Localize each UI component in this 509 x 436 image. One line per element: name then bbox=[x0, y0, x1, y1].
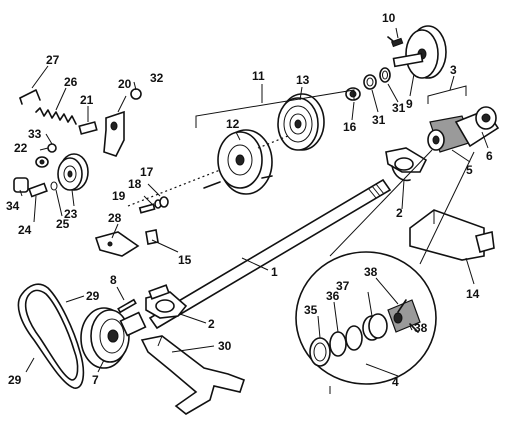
shear-pin bbox=[117, 298, 137, 314]
callout-20: 20 bbox=[118, 77, 132, 91]
callout-19: 19 bbox=[112, 189, 126, 203]
callout-26: 26 bbox=[64, 75, 78, 89]
clutch-bolt bbox=[138, 196, 169, 214]
callout-8: 8 bbox=[110, 273, 117, 287]
callout-25: 25 bbox=[56, 217, 70, 231]
pulley bbox=[80, 307, 147, 369]
callout-1: 1 bbox=[271, 265, 278, 279]
washer-set bbox=[345, 67, 391, 101]
spring-clip bbox=[19, 89, 41, 105]
callout-11: 11 bbox=[252, 69, 265, 83]
callout-33: 33 bbox=[28, 127, 42, 141]
callout-23: 23 bbox=[64, 207, 78, 221]
clutch-pulley bbox=[277, 93, 325, 151]
callout-21: 21 bbox=[80, 93, 94, 107]
callout-2-upper: 2 bbox=[396, 206, 403, 220]
callout-22: 22 bbox=[14, 141, 28, 155]
callout-18: 18 bbox=[128, 177, 142, 191]
drive-belt bbox=[17, 283, 85, 389]
callout-28: 28 bbox=[108, 211, 122, 225]
left-bearing bbox=[145, 284, 188, 319]
callout-14: 14 bbox=[466, 287, 480, 301]
callout-29-right: 29 bbox=[86, 289, 100, 303]
electric-clutch bbox=[203, 129, 273, 195]
callout-35: 35 bbox=[304, 303, 318, 317]
callout-32: 32 bbox=[150, 71, 164, 85]
callout-15: 15 bbox=[178, 253, 192, 267]
callout-7: 7 bbox=[92, 373, 99, 387]
callout-9: 9 bbox=[406, 97, 413, 111]
callout-36: 36 bbox=[326, 289, 340, 303]
callout-31-right: 31 bbox=[392, 101, 406, 115]
mounting-bracket bbox=[140, 335, 246, 415]
flange-bolt bbox=[387, 36, 404, 48]
callout-38-bottom: 38 bbox=[414, 321, 428, 335]
callout-17: 17 bbox=[140, 165, 154, 179]
callout-29-left: 29 bbox=[8, 373, 22, 387]
flange bbox=[392, 25, 447, 79]
idler-pulley bbox=[57, 153, 89, 191]
callout-labels: 1 2 2 3 4 5 6 7 8 9 10 11 12 13 14 15 16… bbox=[6, 11, 493, 389]
alignment-line bbox=[257, 135, 289, 149]
callout-12: 12 bbox=[226, 117, 240, 131]
callout-2-lower: 2 bbox=[208, 317, 215, 331]
callout-4: 4 bbox=[392, 375, 399, 389]
callout-5: 5 bbox=[466, 163, 473, 177]
callout-30: 30 bbox=[218, 339, 232, 353]
callout-24: 24 bbox=[18, 223, 32, 237]
callout-16: 16 bbox=[343, 120, 357, 134]
callout-34: 34 bbox=[6, 199, 20, 213]
idler-arm bbox=[78, 88, 142, 157]
callout-37: 37 bbox=[336, 279, 350, 293]
callout-3: 3 bbox=[450, 63, 457, 77]
callout-27: 27 bbox=[46, 53, 60, 67]
anchor-plate bbox=[94, 229, 159, 257]
callout-6: 6 bbox=[486, 149, 493, 163]
alignment-line bbox=[127, 169, 221, 207]
callout-13: 13 bbox=[296, 73, 310, 87]
right-bearing bbox=[385, 147, 428, 182]
cover-bracket bbox=[409, 209, 495, 261]
drive-shaft bbox=[148, 178, 392, 330]
callout-38-top: 38 bbox=[364, 265, 378, 279]
u-joint-assembly bbox=[427, 106, 500, 153]
callout-10: 10 bbox=[382, 11, 396, 25]
idler-hardware bbox=[13, 143, 58, 198]
tension-spring bbox=[35, 107, 77, 125]
leader-lines bbox=[19, 27, 489, 394]
callout-31-left: 31 bbox=[372, 113, 386, 127]
detail-magnifier bbox=[295, 149, 475, 385]
